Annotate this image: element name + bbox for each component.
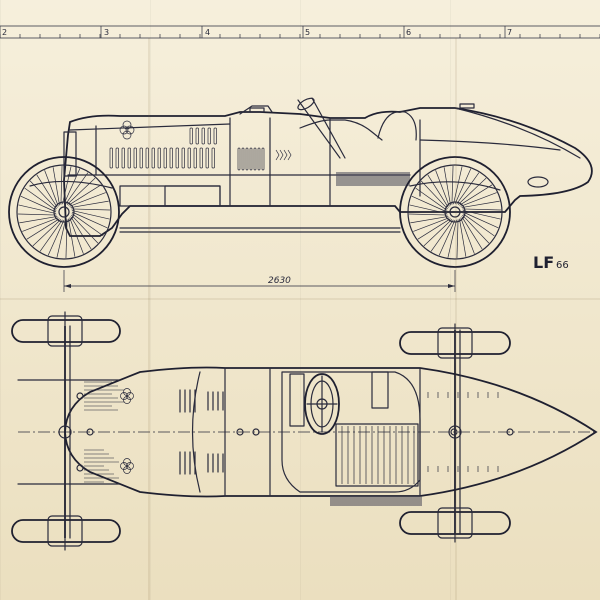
ruler-label: 2 [2,28,7,37]
front-axle [17,325,121,539]
side-view [8,97,593,268]
top-exhaust [330,496,422,506]
side-louvres [237,147,292,171]
filler-cap [459,103,475,109]
radiator-grille [63,131,77,177]
drawing-signature: LF 66 [533,253,569,272]
cloverleaf-badge-top [120,388,134,474]
top-hood-louvres [179,389,224,475]
ruler-label: 5 [305,28,310,37]
signature-number: 66 [556,260,569,271]
gear-lever-housing [371,371,389,409]
ruler-label: 4 [205,28,210,37]
wheelbase-dimension: 2630 [63,270,456,292]
top-body-outline [64,366,598,498]
tail-fuel-cap [527,176,549,188]
top-view [11,311,598,551]
hood-louvres [109,127,217,169]
side-body-outline [63,107,593,237]
windscreen [239,105,273,115]
top-seat [335,423,419,487]
ruler-label: 6 [406,28,411,37]
front-left-wheel-top [11,311,121,351]
filler-cap [249,107,265,113]
front-right-wheel-top [11,511,121,551]
ruler-label: 7 [507,28,512,37]
top-fasteners [76,392,514,472]
rear-right-wheel-top [399,503,511,543]
rear-wheel-side [399,156,511,268]
rear-axle [448,329,462,535]
rear-left-wheel-top [399,323,511,363]
cockpit-opening [299,119,383,141]
steering-wheel-top [304,373,340,435]
wheelbase-label: 2630 [268,276,291,286]
front-wheel-side [8,156,120,268]
rear-leaf-spring [409,181,501,191]
side-exhaust [336,172,410,186]
driver-seat [377,110,417,141]
spec-note-lines [84,381,124,483]
top-cockpit [281,371,421,493]
cloverleaf-badge [119,120,135,140]
signature-initials: LF [533,253,554,272]
top-ruler: 2 3 4 5 6 7 [0,25,600,39]
steering-wheel-side [297,97,346,159]
front-leaf-spring [29,180,113,189]
ruler-label: 3 [104,28,109,37]
